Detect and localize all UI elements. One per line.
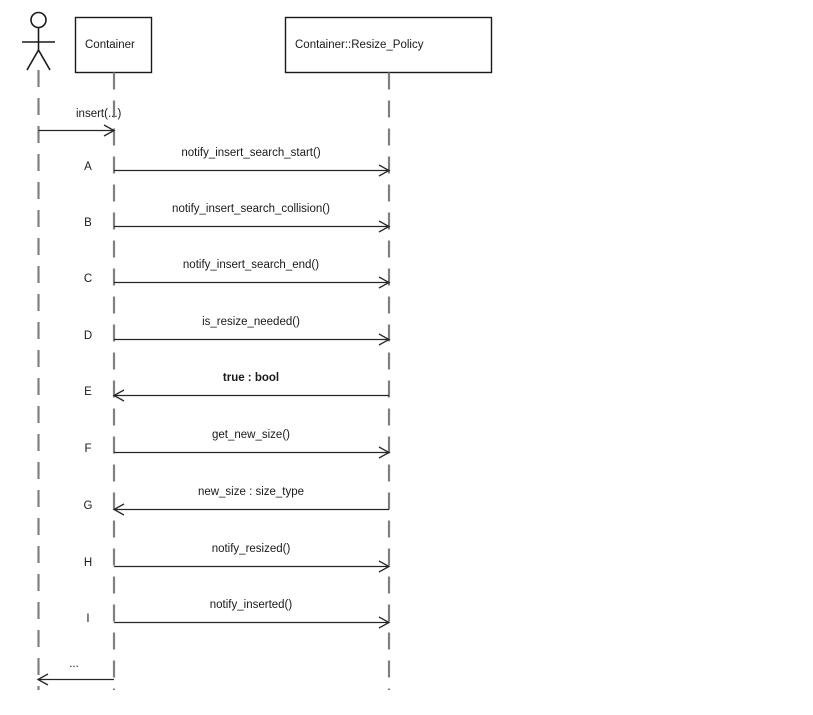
actor-figure [22,11,55,71]
step-label: G [84,500,93,512]
container-box[interactable] [74,16,153,74]
message-arrowhead-icon [378,446,391,459]
message-label: is_resize_needed() [202,316,300,328]
message-label: notify_resized() [212,543,291,555]
message-true-bool[interactable]: E true : bool [84,372,389,402]
step-label: C [84,273,92,285]
message-label: ... [69,658,79,670]
message-arrowhead-icon [112,503,125,516]
step-label: H [84,557,92,569]
step-label: D [84,330,92,342]
message-arrowhead-icon [378,164,391,177]
message-return-ellipsis[interactable]: ... [36,658,114,686]
message-arrowhead-icon [378,333,391,346]
message-insert[interactable]: insert(...) [38,108,122,137]
step-label: B [84,217,92,229]
resize-policy-box[interactable] [284,16,493,74]
message-new-size-size-type[interactable]: G new_size : size_type [84,486,389,516]
message-arrowhead-icon [36,673,49,686]
message-label: get_new_size() [212,429,290,441]
message-arrowhead-icon [378,276,391,289]
step-label: I [86,613,89,625]
actor-left-leg-icon [26,49,40,71]
message-arrowhead-icon [378,560,391,573]
resize-policy-box-label: Container::Resize_Policy [295,39,424,51]
step-label: A [84,161,92,173]
container-box-label: Container [85,39,135,51]
message-is-resize-needed[interactable]: D is_resize_needed() [84,316,391,346]
participant-resize-policy[interactable]: Container::Resize_Policy [284,16,493,74]
message-arrowhead-icon [378,220,391,233]
message-label: new_size : size_type [198,486,304,498]
message-get-new-size[interactable]: F get_new_size() [84,429,391,459]
message-notify-inserted[interactable]: I notify_inserted() [86,599,391,629]
participant-container[interactable]: Container [74,16,153,74]
step-label: E [84,386,92,398]
message-notify-insert-search-end[interactable]: C notify_insert_search_end() [84,259,391,289]
actor-right-leg-icon [37,49,51,71]
actor-head-icon [30,11,47,29]
message-label: insert(...) [76,108,122,120]
message-arrowhead-icon [112,389,125,402]
message-label: notify_insert_search_collision() [172,203,330,215]
message-notify-insert-search-collision[interactable]: B notify_insert_search_collision() [84,203,391,233]
step-label: F [84,443,91,455]
message-label: notify_insert_search_start() [181,147,321,159]
message-label: true : bool [223,372,279,384]
message-label: notify_insert_search_end() [183,259,319,271]
message-notify-resized[interactable]: H notify_resized() [84,543,391,573]
message-arrowhead-icon [103,124,116,137]
message-arrowhead-icon [378,616,391,629]
message-notify-insert-search-start[interactable]: A notify_insert_search_start() [84,147,391,177]
message-label: notify_inserted() [210,599,293,611]
